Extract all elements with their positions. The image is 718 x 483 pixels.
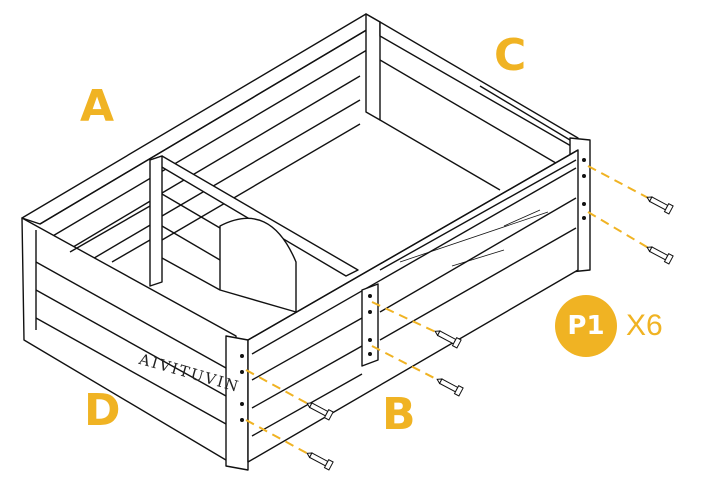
screw-icon [646, 246, 674, 265]
guide-line [587, 165, 653, 201]
panel-c-label: C [494, 30, 527, 81]
screw-icon [306, 402, 334, 421]
panel-a-label: A [80, 81, 115, 132]
screw-icon [434, 330, 462, 349]
part-badge: P1 [555, 295, 617, 357]
guide-line [371, 301, 441, 335]
screw-icon [646, 196, 674, 215]
panel-b-label: B [382, 389, 416, 440]
part-quantity: X6 [626, 309, 663, 342]
panel-c [379, 21, 579, 151]
guide-line [245, 369, 313, 407]
screw-icon [306, 452, 334, 471]
guide-line [245, 419, 313, 457]
guide-line [587, 211, 653, 251]
screw-icon [436, 378, 464, 397]
guide-line [371, 345, 443, 383]
panel-d-label: D [84, 385, 121, 436]
screws [306, 196, 674, 471]
